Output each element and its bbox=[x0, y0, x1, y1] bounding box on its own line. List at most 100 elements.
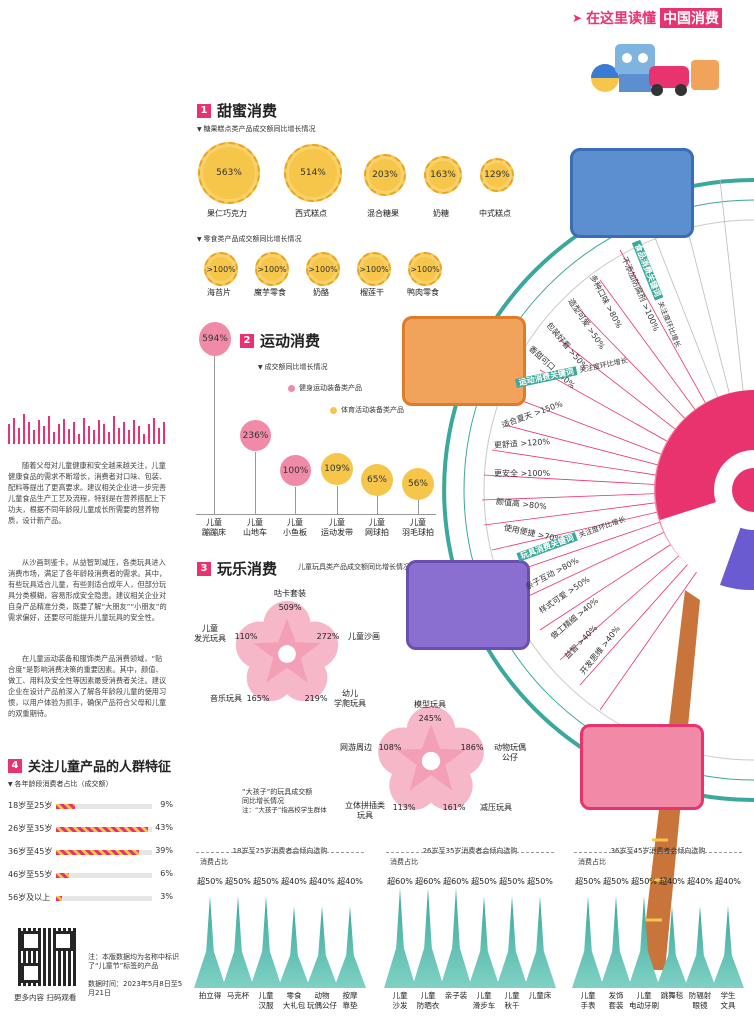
section-title-text: 甜蜜消费 bbox=[217, 102, 278, 120]
gondola-food bbox=[570, 148, 694, 238]
play-note-sub: 注：“大孩子”指高校学生群体 bbox=[242, 806, 327, 814]
cookie-7: >100% bbox=[255, 252, 289, 286]
crowd-bar-label: 56岁及以上 bbox=[8, 893, 51, 902]
flow-item-value: 超40% bbox=[309, 877, 335, 886]
cookie-4: 163% bbox=[424, 156, 462, 194]
crowd-bar-row: 18岁至25岁 9% bbox=[8, 800, 173, 812]
header-highlight: 中国消费 bbox=[660, 8, 723, 28]
flow-item-peak bbox=[194, 896, 226, 988]
section-sweet-title: 1 甜蜜消费 bbox=[197, 100, 277, 121]
footer-note: 注：本版数据均为名称中标识了“儿童节”标签的产品 bbox=[88, 953, 179, 970]
gondola-toy bbox=[406, 560, 530, 650]
crowd-bar-fill bbox=[56, 827, 148, 832]
double-arrow-icon: ➤ bbox=[572, 11, 583, 25]
flower2-value-1: 186% bbox=[460, 743, 484, 752]
cookie-value: >100% bbox=[359, 264, 389, 274]
section-crowd-title: 4 关注儿童产品的人群特征 bbox=[8, 756, 171, 775]
flow-group-sub: 消费占比 bbox=[200, 858, 228, 866]
flow-item-value: 超60% bbox=[443, 877, 469, 886]
cookie-9: >100% bbox=[357, 252, 391, 286]
cookie-6: >100% bbox=[204, 252, 238, 286]
cookie-label: 奶糖 bbox=[433, 209, 449, 218]
cookie-1: 563% bbox=[198, 142, 260, 204]
cookie-label: 混合糖果 bbox=[367, 209, 399, 218]
cookie-5: 129% bbox=[480, 158, 514, 192]
flow-item-name: 儿童 秋千 bbox=[504, 991, 520, 1010]
legend-label: 健身运动装备类产品 bbox=[299, 384, 362, 392]
flow-group-title: 36岁至45岁消费者会倾向选购 bbox=[610, 847, 706, 855]
section-title-text: 运动消费 bbox=[260, 332, 321, 350]
cookie-value: 203% bbox=[372, 170, 398, 180]
flow-item-value: 超50% bbox=[197, 877, 223, 886]
flow-group-divider bbox=[574, 852, 742, 853]
flow-item-value: 超60% bbox=[387, 877, 413, 886]
cookie-2: 514% bbox=[284, 144, 342, 202]
flow-item-name: 马克杯 bbox=[226, 991, 250, 1000]
section-title-text: 玩乐消费 bbox=[217, 560, 278, 578]
flow-item-value: 超50% bbox=[253, 877, 279, 886]
decorative-bars bbox=[8, 414, 165, 444]
flower2-value-4: 108% bbox=[378, 743, 402, 752]
crowd-bar-label: 46岁至55岁 bbox=[8, 870, 53, 879]
cookie-label: 榴莲干 bbox=[360, 288, 384, 297]
robot-toy-illustration bbox=[585, 30, 725, 100]
flow-item-name: 儿童 沙发 bbox=[392, 991, 408, 1010]
flower1-name-0: 咕卡套装 bbox=[274, 589, 306, 598]
crowd-bar-value: 3% bbox=[160, 892, 173, 901]
crowd-bar-fill bbox=[56, 873, 69, 878]
sport-ball-5: 65% bbox=[361, 464, 393, 496]
flower-chart-2 bbox=[378, 706, 484, 810]
flower2-name-3: 立体拼插类 玩具 bbox=[345, 801, 385, 820]
crowd-bar-row: 56岁及以上 3% bbox=[8, 892, 173, 904]
crowd-bar-fill bbox=[56, 850, 140, 855]
flow-group-divider bbox=[196, 852, 364, 853]
crowd-bar-track bbox=[56, 896, 152, 901]
ball-stick bbox=[377, 496, 378, 514]
crowd-bar-value: 43% bbox=[155, 823, 173, 832]
sport-ball-4: 109% bbox=[321, 453, 353, 485]
crowd-bar-track bbox=[56, 827, 152, 832]
play-note-title: “大孩子”的玩具成交额 同比增长情况 bbox=[242, 788, 313, 805]
crowd-bar-value: 9% bbox=[160, 800, 173, 809]
crowd-bar-track bbox=[56, 804, 152, 809]
flow-group-title: 26岁至35岁消费者会倾向选购 bbox=[422, 847, 518, 855]
ball-value: 100% bbox=[282, 465, 309, 476]
flower2-value-3: 113% bbox=[392, 803, 416, 812]
flow-item-value: 超40% bbox=[281, 877, 307, 886]
flower1-name-3: 音乐玩具 bbox=[210, 694, 242, 703]
crowd-bar-label: 36岁至45岁 bbox=[8, 847, 53, 856]
cookie-3: 203% bbox=[364, 154, 406, 196]
flower2-name-1: 动物玩偶 公仔 bbox=[494, 743, 526, 762]
flow-item-name: 零食 大礼包 bbox=[282, 991, 306, 1010]
ball-stick bbox=[337, 486, 338, 514]
cookie-value: 129% bbox=[484, 170, 510, 180]
ball-label: 儿童 山地车 bbox=[243, 518, 267, 537]
ball-stick bbox=[214, 356, 215, 514]
sport-baseline bbox=[196, 514, 436, 515]
flower2-value-0: 245% bbox=[418, 714, 442, 723]
flow-item-value: 超50% bbox=[603, 877, 629, 886]
flower1-name-1: 儿童沙画 bbox=[348, 632, 380, 641]
flower2-name-0: 模型玩具 bbox=[414, 700, 446, 709]
flow-item-peak bbox=[278, 906, 310, 988]
cookie-value: >100% bbox=[206, 264, 236, 274]
flow-item-value: 超50% bbox=[471, 877, 497, 886]
section-number: 1 bbox=[197, 103, 211, 118]
crowd-subtitle: 各年龄段消费者占比（成交额） bbox=[8, 779, 113, 789]
qr-code[interactable] bbox=[18, 928, 76, 986]
flow-item-name: 儿童 滑步车 bbox=[472, 991, 496, 1010]
flow-item-peak bbox=[250, 896, 282, 988]
sport-subtitle: 成交额同比增长情况 bbox=[258, 362, 328, 372]
flower1-value-0: 509% bbox=[278, 603, 302, 612]
cookie-label: 海苔片 bbox=[207, 288, 231, 297]
flow-item-value: 超50% bbox=[225, 877, 251, 886]
flow-item-peak bbox=[334, 906, 366, 988]
crowd-bar-value: 39% bbox=[155, 846, 173, 855]
ball-label: 儿童 小鱼板 bbox=[283, 518, 307, 537]
ball-stick bbox=[255, 452, 256, 514]
flow-item-name: 拍立得 bbox=[198, 991, 222, 1000]
flow-item-name: 按摩 靠垫 bbox=[342, 991, 358, 1010]
section-number: 2 bbox=[240, 333, 254, 348]
flow-item-name: 跳舞毯 bbox=[660, 991, 684, 1000]
crowd-bar-value: 6% bbox=[160, 869, 173, 878]
